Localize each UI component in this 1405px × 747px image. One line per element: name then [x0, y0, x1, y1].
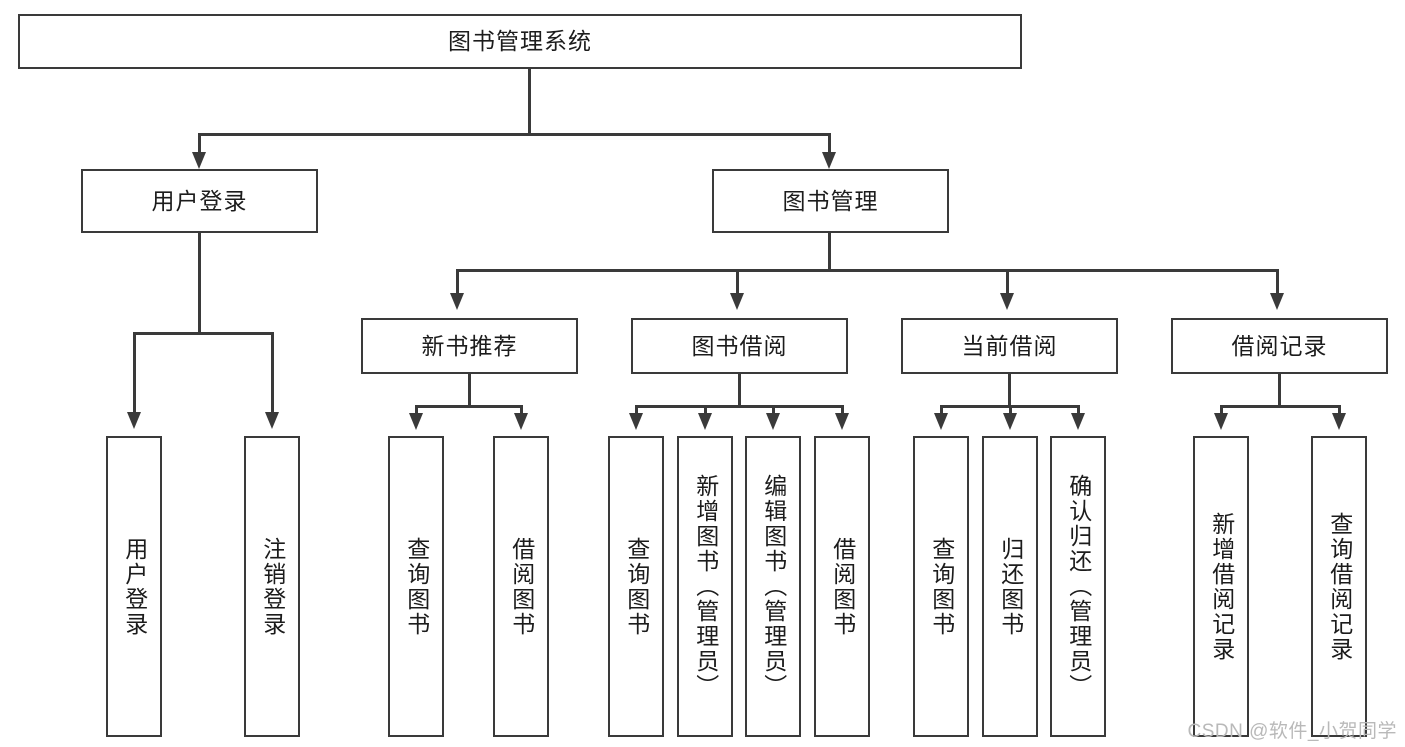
- edge-new-book-stem: [468, 374, 471, 407]
- arrow-book-borrow-branch-3: [766, 413, 780, 430]
- edge-book-borrow-stem: [738, 374, 741, 407]
- arrow-book-borrow-branch-1: [629, 413, 643, 430]
- edge-book-manage-splitter: [456, 269, 1278, 272]
- leaf-user-login[interactable]: 用户登录: [106, 436, 162, 737]
- leaf-query-book-recommend[interactable]: 查询图书: [388, 436, 444, 737]
- node-book-management[interactable]: 图书管理: [712, 169, 949, 233]
- node-label: 查询图书: [403, 536, 430, 637]
- edge-book-manage-stem: [828, 233, 831, 271]
- arrow-current-borrow-branch-2: [1003, 413, 1017, 430]
- arrow-new-book-branch-1: [409, 413, 423, 430]
- node-label: 借阅记录: [1231, 332, 1328, 359]
- node-label: 新增图书（管理员）: [692, 474, 719, 699]
- leaf-query-book-current[interactable]: 查询图书: [913, 436, 969, 737]
- edge-new-book-splitter: [415, 405, 522, 408]
- node-label: 查询图书: [623, 536, 650, 637]
- leaf-borrow-book[interactable]: 借阅图书: [814, 436, 870, 737]
- node-borrow-record[interactable]: 借阅记录: [1171, 318, 1388, 374]
- edge-root-stem: [528, 69, 531, 135]
- node-label: 图书管理系统: [448, 28, 592, 55]
- leaf-query-borrow-record[interactable]: 查询借阅记录: [1311, 436, 1367, 737]
- arrow-root-to-book-manage: [822, 152, 836, 169]
- node-label: 图书管理: [782, 187, 879, 214]
- arrow-book-borrow-branch-4: [835, 413, 849, 430]
- node-label: 借阅图书: [829, 536, 856, 637]
- leaf-logout-login[interactable]: 注销登录: [244, 436, 300, 737]
- arrow-user-login-branch-2: [265, 412, 279, 429]
- node-label: 查询图书: [928, 536, 955, 637]
- edge-book-borrow-branch-1: [635, 405, 638, 417]
- node-label: 确认归还（管理员）: [1065, 474, 1092, 699]
- edge-book-manage-branch-1: [456, 269, 459, 297]
- edge-book-borrow-branch-2: [704, 405, 707, 417]
- node-label: 当前借阅: [961, 332, 1058, 359]
- node-label: 编辑图书（管理员）: [760, 474, 787, 699]
- leaf-borrow-book-recommend[interactable]: 借阅图书: [493, 436, 549, 737]
- node-root-system[interactable]: 图书管理系统: [18, 14, 1022, 69]
- node-label: 新书推荐: [421, 332, 518, 359]
- node-label: 归还图书: [997, 536, 1024, 637]
- edge-book-manage-branch-3: [1006, 269, 1009, 297]
- arrow-current-borrow-branch-1: [934, 413, 948, 430]
- leaf-confirm-return-admin[interactable]: 确认归还（管理员）: [1050, 436, 1106, 737]
- leaf-add-book-admin[interactable]: 新增图书（管理员）: [677, 436, 733, 737]
- arrow-borrow-record-branch-2: [1332, 413, 1346, 430]
- node-label: 新增借阅记录: [1208, 511, 1235, 662]
- arrow-root-to-user-login: [192, 152, 206, 169]
- arrow-current-borrow-branch-3: [1071, 413, 1085, 430]
- edge-book-borrow-branch-4: [841, 405, 844, 417]
- edge-book-borrow-branch-3: [772, 405, 775, 417]
- leaf-return-book[interactable]: 归还图书: [982, 436, 1038, 737]
- node-book-borrow[interactable]: 图书借阅: [631, 318, 848, 374]
- edge-borrow-record-stem: [1278, 374, 1281, 407]
- edge-new-book-branch-2: [520, 405, 523, 417]
- edge-user-login-stem: [198, 233, 201, 334]
- edge-new-book-branch-1: [415, 405, 418, 417]
- node-user-login[interactable]: 用户登录: [81, 169, 318, 233]
- edge-borrow-record-branch-2: [1338, 405, 1341, 417]
- node-label: 用户登录: [121, 536, 148, 637]
- node-current-borrow[interactable]: 当前借阅: [901, 318, 1118, 374]
- edge-current-borrow-stem: [1008, 374, 1011, 407]
- arrow-book-manage-branch-1: [450, 293, 464, 310]
- leaf-edit-book-admin[interactable]: 编辑图书（管理员）: [745, 436, 801, 737]
- edge-current-borrow-branch-1: [940, 405, 943, 417]
- edge-root-to-book-manage: [828, 133, 831, 157]
- edge-book-manage-branch-4: [1276, 269, 1279, 297]
- edge-user-login-splitter: [133, 332, 273, 335]
- edge-root-splitter: [198, 133, 830, 136]
- edge-user-login-branch-2: [271, 332, 274, 416]
- edge-book-manage-branch-2: [736, 269, 739, 297]
- arrow-book-manage-branch-3: [1000, 293, 1014, 310]
- node-label: 注销登录: [259, 536, 286, 637]
- arrow-borrow-record-branch-1: [1214, 413, 1228, 430]
- edge-borrow-record-branch-1: [1220, 405, 1223, 417]
- arrow-book-manage-branch-2: [730, 293, 744, 310]
- edge-user-login-branch-1: [133, 332, 136, 416]
- arrow-new-book-branch-2: [514, 413, 528, 430]
- edge-root-to-user-login: [198, 133, 201, 157]
- node-label: 图书借阅: [691, 332, 788, 359]
- node-label: 查询借阅记录: [1326, 511, 1353, 662]
- node-new-book-recommend[interactable]: 新书推荐: [361, 318, 578, 374]
- arrow-user-login-branch-1: [127, 412, 141, 429]
- node-label: 用户登录: [151, 187, 248, 214]
- edge-book-borrow-splitter: [635, 405, 844, 408]
- arrow-book-borrow-branch-2: [698, 413, 712, 430]
- leaf-query-book-borrow[interactable]: 查询图书: [608, 436, 664, 737]
- edge-current-borrow-branch-3: [1077, 405, 1080, 417]
- node-label: 借阅图书: [508, 536, 535, 637]
- leaf-add-borrow-record[interactable]: 新增借阅记录: [1193, 436, 1249, 737]
- edge-borrow-record-splitter: [1220, 405, 1340, 408]
- edge-current-borrow-branch-2: [1009, 405, 1012, 417]
- arrow-book-manage-branch-4: [1270, 293, 1284, 310]
